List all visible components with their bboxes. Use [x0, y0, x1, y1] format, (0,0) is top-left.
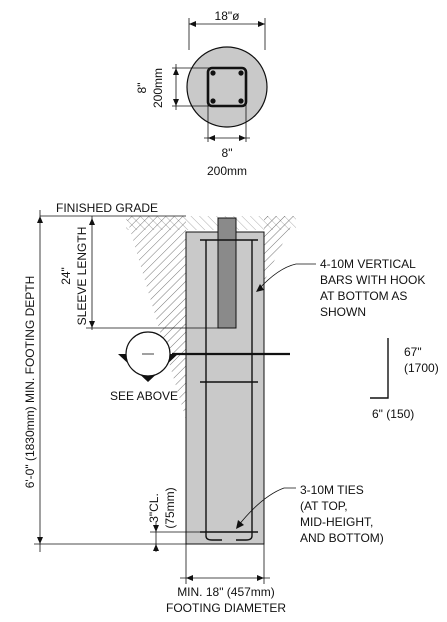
footing-label-line-1: MIN. 18" (457mm): [177, 585, 275, 599]
plan-horizontal-spacing-in: 8": [222, 146, 233, 160]
vertical-bars-note-line-2: BARS WITH HOOK: [320, 273, 425, 287]
footing-depth-label: 6'-0" (1830mm) MIN. FOOTING DEPTH: [23, 276, 37, 489]
plan-horizontal-spacing-mm: 200mm: [207, 164, 247, 178]
plan-bar-2: [238, 70, 244, 76]
ties-note-line-1: 3-10M TIES: [300, 483, 364, 497]
plan-vertical-spacing-in: 8": [135, 83, 149, 94]
arrow-left-icon: [189, 21, 196, 27]
sleeve: [217, 217, 237, 329]
arrow-left-icon: [208, 135, 215, 141]
plan-diameter-label: 18"ø: [215, 9, 241, 23]
hook-detail: 67" (1700) 6" (150): [370, 338, 439, 421]
arrow-up-icon: [173, 68, 179, 75]
plan-bar-4: [238, 98, 244, 104]
section-view: FINISHED GRADE SEE ABOVE 6'-0" (1830mm) …: [23, 201, 425, 615]
vertical-bars-note-line-3: AT BOTTOM AS: [320, 289, 407, 303]
footing-label-line-2: FOOTING DIAMETER: [166, 601, 286, 615]
plan-vertical-spacing-mm: 200mm: [151, 68, 165, 108]
clear-cover-in-label: 3"CL.: [147, 493, 161, 523]
hook-length-label: 6" (150): [372, 407, 414, 421]
plan-view: 18"ø 8" 200mm 8" 200mm: [135, 9, 268, 178]
bar-hook-right: [236, 535, 253, 541]
finished-grade-label: FINISHED GRADE: [56, 201, 158, 215]
arrow-down-icon: [89, 321, 95, 328]
arrow-up-icon: [153, 544, 159, 551]
vertical-bars-note-line-4: SHOWN: [320, 305, 366, 319]
hook-detail-bar: [370, 338, 389, 399]
clear-cover-mm-label: (75mm): [163, 487, 177, 528]
arrow-left-icon: [186, 575, 193, 581]
sleeve-length-label: SLEEVE LENGTH: [75, 227, 89, 326]
arrow-right-icon: [239, 135, 246, 141]
soil-hatch-left: [126, 216, 186, 420]
soil-hatch-right: [264, 216, 296, 282]
arrow-icon: [256, 284, 264, 292]
see-above-label: SEE ABOVE: [110, 389, 178, 403]
ties-note-line-4: AND BOTTOM): [300, 531, 384, 545]
hook-height-in: 67": [404, 345, 422, 359]
arrow-icon: [236, 520, 244, 529]
arrow-up-icon: [37, 216, 43, 223]
arrow-down-icon: [37, 537, 43, 544]
vertical-bars-note-line-1: 4-10M VERTICAL: [320, 257, 416, 271]
grade-surface-hatch: [126, 216, 296, 230]
arrow-right-icon: [258, 21, 265, 27]
ties-note-line-2: (AT TOP,: [300, 499, 348, 513]
pier-plan-circle: [186, 46, 268, 128]
ties-note-line-3: MID-HEIGHT,: [300, 515, 373, 529]
hook-height-mm: (1700): [404, 361, 439, 375]
bar-hook-left: [205, 535, 222, 541]
arrow-down-icon: [173, 99, 179, 106]
arrow-down-icon: [153, 525, 159, 532]
vertical-bars-leader: [257, 263, 316, 291]
plan-tie-square: [206, 66, 248, 108]
plan-bar-3: [210, 98, 216, 104]
ties-leader: [237, 487, 296, 527]
plan-bar-1: [210, 70, 216, 76]
arrow-up-icon: [89, 218, 95, 225]
sleeve-dim-label: 24": [59, 267, 73, 285]
arrow-right-icon: [257, 575, 264, 581]
